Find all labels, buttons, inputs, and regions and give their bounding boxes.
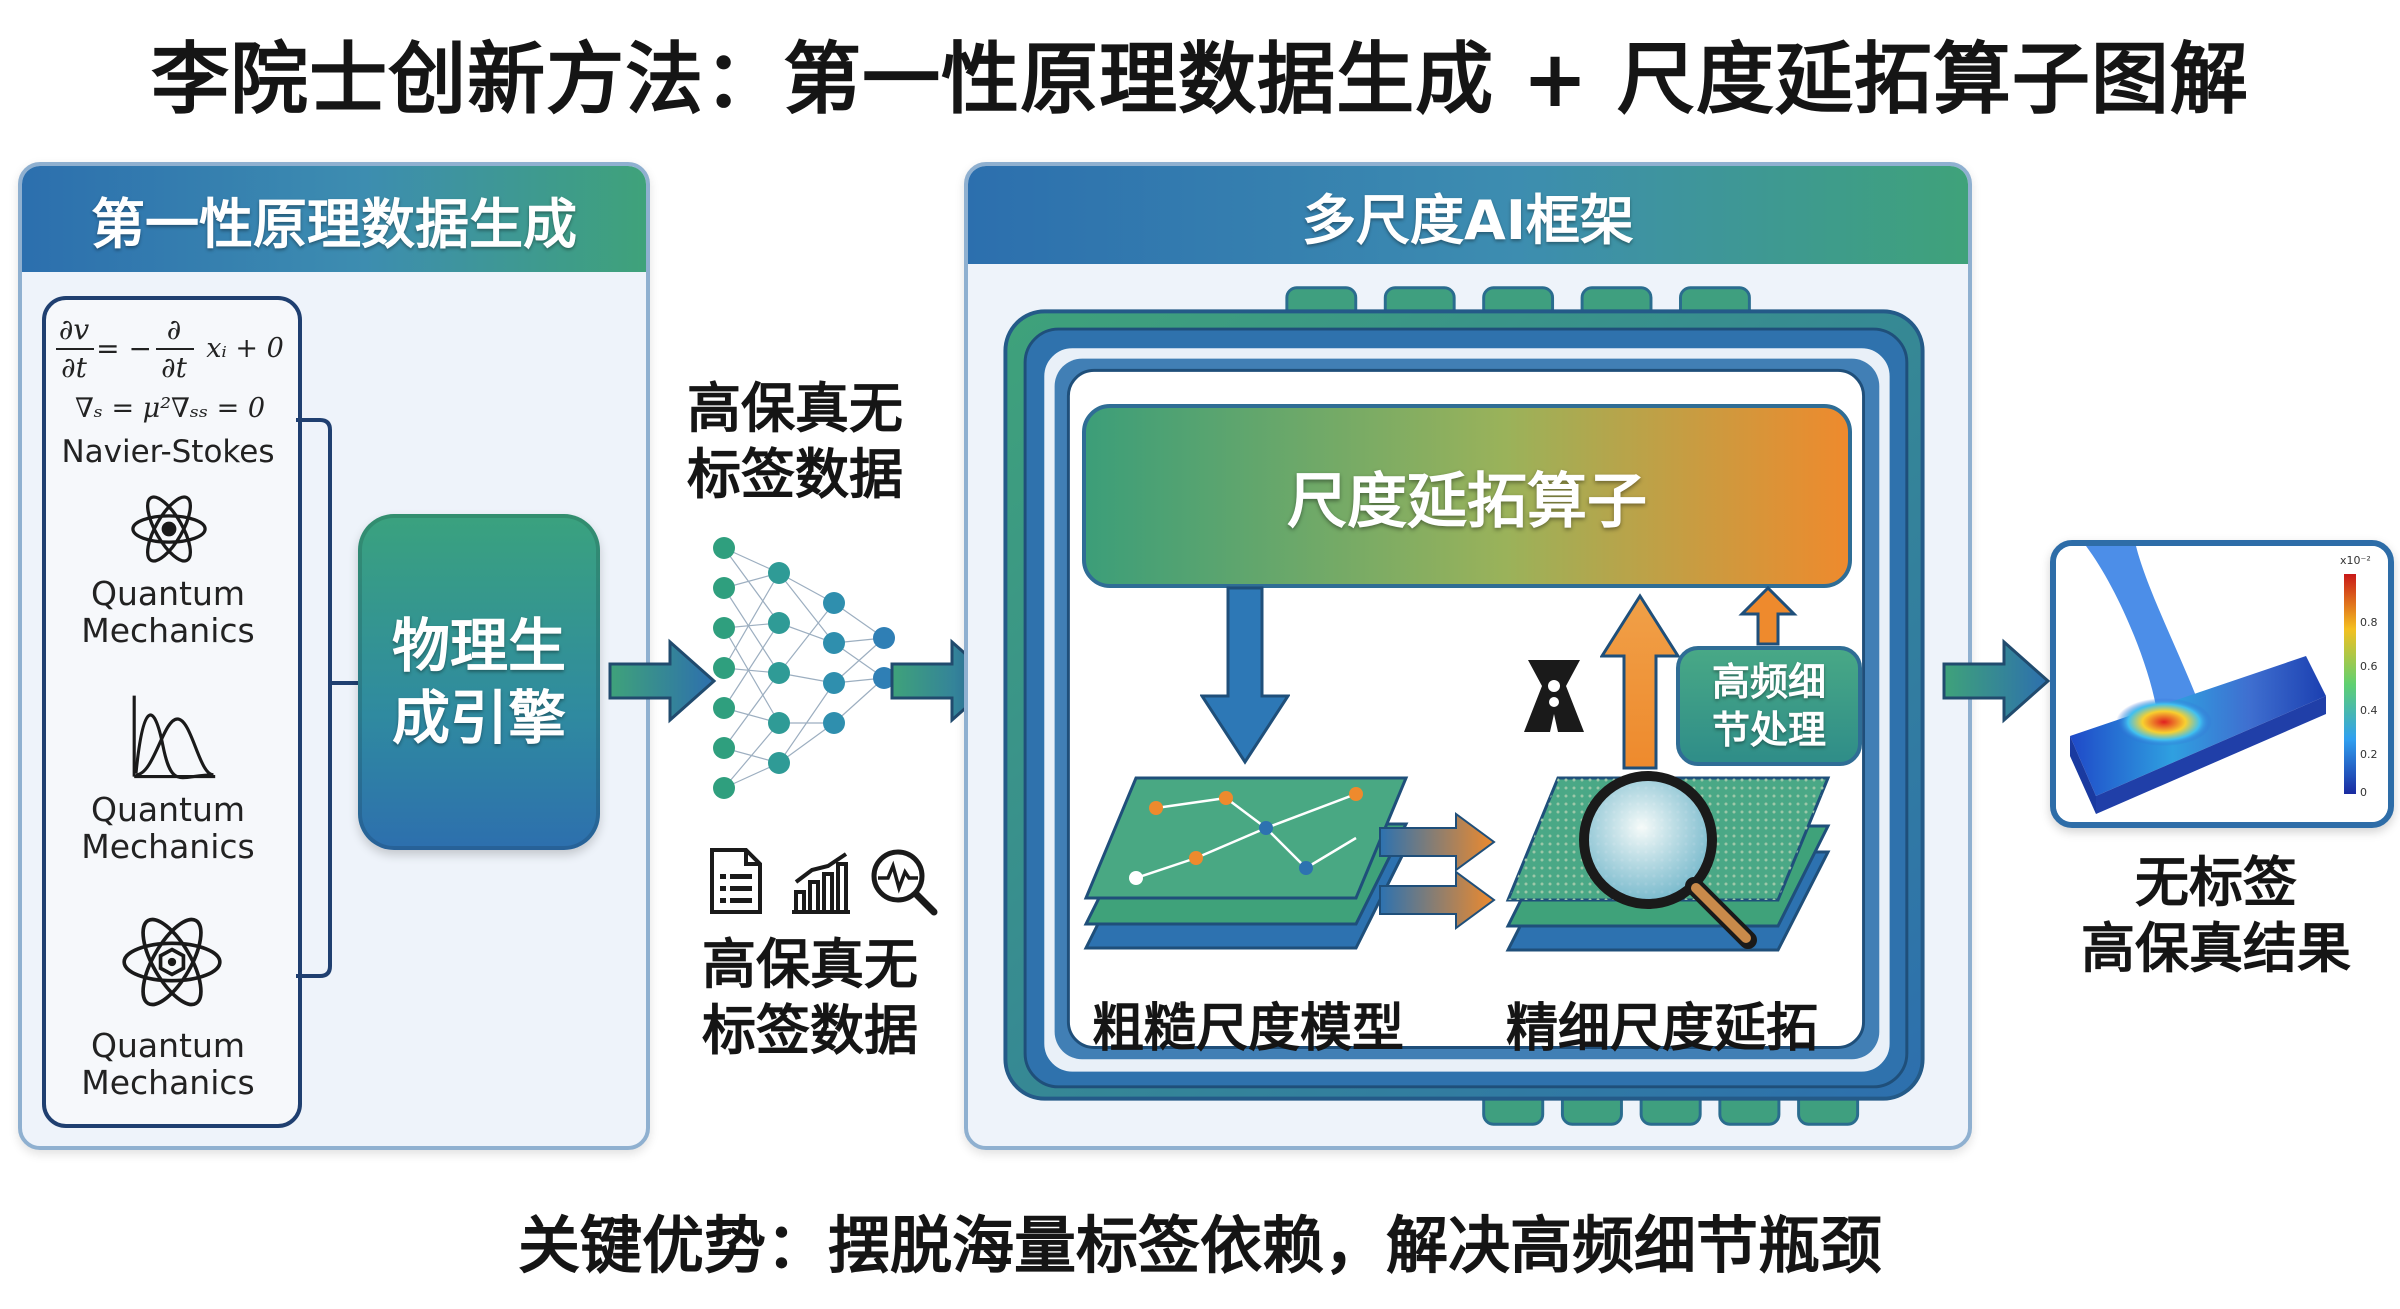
fine-scale-label: 精细尺度延拓: [1505, 998, 1818, 1059]
scale-extension-operator: 尺度延拓算子: [1082, 404, 1852, 588]
page-title: 李院士创新方法：第一性原理数据生成 + 尺度延拓算子图解: [151, 35, 2249, 125]
framework-to-result-arrow: [1942, 638, 2051, 724]
navier-stokes-equation-2: ∇ₛ = μ²∇ₛₛ = 0: [74, 392, 266, 424]
up-arrow-large: [1600, 593, 1680, 770]
result-label-line1: 无标签: [2135, 851, 2297, 914]
physics-engine-block: 物理生 成引擎: [358, 514, 600, 850]
magnifier-signal-icon: [871, 849, 938, 916]
first-principles-header: 第一性原理数据生成: [22, 166, 646, 272]
colorbar-exponent: x10⁻²: [2340, 554, 2371, 567]
colorbar-tick-0.6: 0.6: [2360, 660, 2378, 673]
coarse-to-fine-arrows: [1379, 812, 1496, 930]
quantum-mechanics-label-2: Quantum Mechanics: [46, 790, 290, 866]
document-icon: [710, 848, 762, 914]
coarse-scale-label: 粗糙尺度模型: [1091, 998, 1404, 1059]
data-label-bottom-line2: 标签数据: [702, 999, 918, 1062]
navier-stokes-equation-1: ∂v ∂t = − ∂ ∂t xᵢ + 0: [52, 312, 292, 384]
atom-crystal-icon: [122, 917, 222, 1007]
high-frequency-detail-box: 高频细 节处理: [1676, 646, 1862, 766]
bar-chart-icon: [792, 852, 850, 914]
engine-label-line1: 物理生: [391, 612, 566, 680]
multiscale-framework-header: 多尺度AI框架: [968, 166, 1968, 264]
colorbar-tick-0: 0: [2360, 786, 2367, 799]
multiscale-framework-panel: 多尺度AI框架: [964, 162, 1972, 1150]
result-label: 无标签 高保真结果: [2040, 846, 2392, 986]
physics-sources-box: ∂v ∂t = − ∂ ∂t xᵢ + 0 ∇ₛ = μ²∇ₛₛ = 0 Nav…: [42, 296, 302, 1128]
eq1-denominator-left: ∂t: [61, 350, 87, 384]
data-label-top-line2: 标签数据: [687, 443, 903, 506]
distribution-curve-icon: [132, 695, 216, 780]
atom-icon: [131, 495, 207, 563]
eq1-numerator-left: ∂v: [58, 312, 90, 346]
eq1-fraction-bar-left: [56, 348, 94, 350]
operator-down-arrow: [1200, 586, 1290, 765]
data-label-top: 高保真无 标签数据: [660, 372, 930, 512]
data-label-top-line1: 高保真无: [687, 377, 903, 440]
colorbar-tick-0.2: 0.2: [2360, 748, 2378, 761]
bottleneck-icon: [1524, 660, 1584, 732]
high-frequency-label-line2: 节处理: [1711, 708, 1826, 752]
engine-to-data-arrow: [608, 638, 717, 724]
quantum-label-2-line1: Quantum: [90, 790, 246, 829]
high-frequency-label-line1: 高频细: [1711, 660, 1826, 704]
data-label-bottom: 高保真无 标签数据: [670, 928, 950, 1068]
eq1-tail: xᵢ + 0: [206, 332, 284, 364]
result-label-line2: 高保真结果: [2081, 917, 2351, 980]
engine-label-line2: 成引擎: [391, 684, 566, 752]
eq1-fraction-bar-right: [156, 348, 194, 350]
eq1-numerator-right: ∂: [166, 312, 182, 346]
colorbar-tick-0.4: 0.4: [2360, 704, 2378, 717]
quantum-mechanics-label-3: Quantum Mechanics: [46, 1026, 290, 1102]
up-arrow-small: [1738, 586, 1798, 646]
quantum-label-1-line1: Quantum: [90, 574, 246, 613]
quantum-label-3-line1: Quantum: [90, 1026, 246, 1065]
data-label-bottom-line1: 高保真无: [702, 933, 918, 996]
quantum-label-3-line2: Mechanics: [81, 1063, 255, 1102]
key-advantage-text: 关键优势：摆脱海量标签依赖，解决高频细节瓶颈: [517, 1209, 1882, 1282]
first-principles-panel: 第一性原理数据生成 ∂v ∂t = − ∂ ∂t xᵢ + 0 ∇ₛ = μ²∇…: [18, 162, 650, 1150]
simulation-result-frame: x10⁻² 0.8 0.6 0.4 0.2 0: [2050, 540, 2394, 828]
simulation-result-image: [2056, 546, 2388, 822]
neural-network-icon: [713, 537, 895, 799]
quantum-label-2-line2: Mechanics: [81, 827, 255, 866]
eq1-middle: = −: [96, 331, 152, 365]
quantum-label-1-line2: Mechanics: [81, 611, 255, 650]
eq1-denominator-right: ∂t: [161, 350, 187, 384]
fine-scale-layers: [1505, 771, 1831, 952]
colorbar-tick-0.8: 0.8: [2360, 616, 2378, 629]
quantum-mechanics-label-1: Quantum Mechanics: [46, 574, 290, 650]
coarse-scale-layers: [1083, 776, 1409, 950]
navier-stokes-caption: Navier-Stokes: [61, 434, 275, 470]
